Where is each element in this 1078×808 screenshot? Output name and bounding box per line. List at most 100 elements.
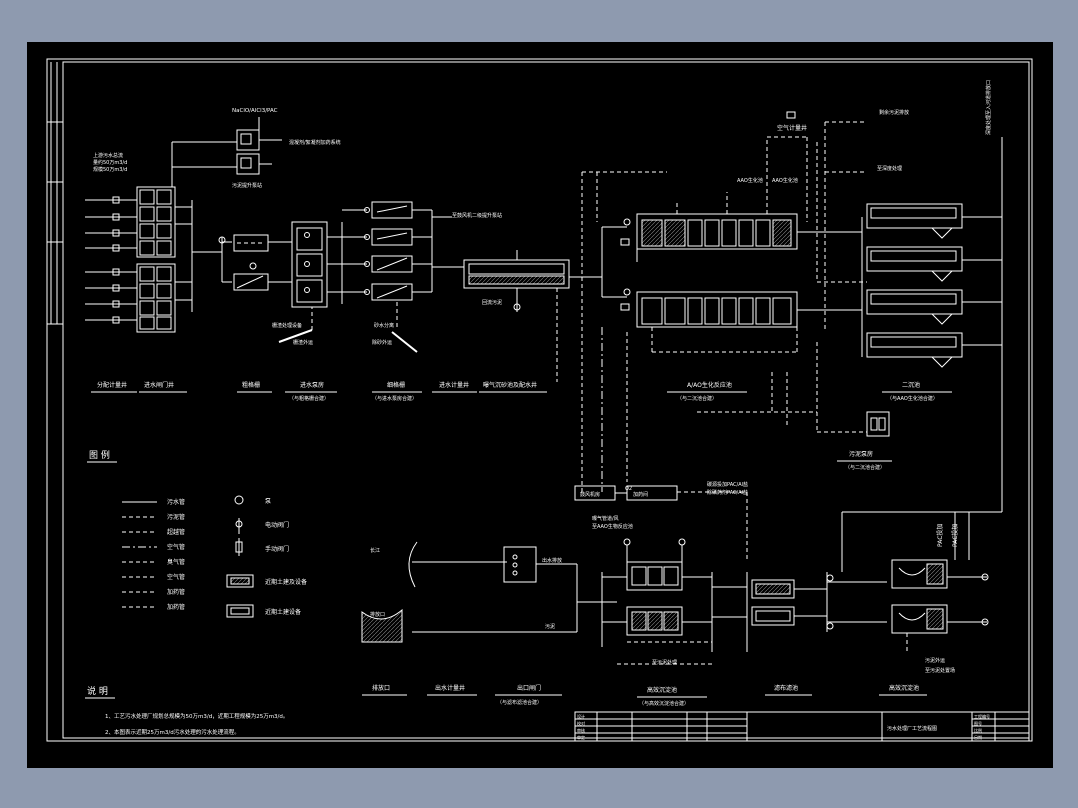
legend-symbol-label: 近期土建及设备 (265, 578, 307, 586)
legend: 污水管 污泥管 超越管 空气管 臭气管 空气管 加药管 加药管 泵 电动阀门 手… (122, 495, 307, 618)
bottom-label: 出口闸门 (517, 684, 541, 692)
section-sublabel: （与AAO生化池合建） (887, 395, 938, 402)
final-note-2: 至污泥处置场 (925, 667, 955, 674)
secondary-clarifiers (861, 137, 1003, 512)
bottom-sublabel: （与高效沉淀池合建） (639, 700, 689, 707)
inflow-note-1: 上游污水总流 (93, 152, 123, 159)
drawing-title: 污水处理厂工艺流程图 (887, 725, 937, 732)
cloth-filters (712, 572, 887, 652)
final-tanks (841, 511, 1002, 652)
section-label: 进水泵房 (300, 381, 324, 389)
legend-symbol-label: 手动阀门 (265, 545, 289, 553)
section-label: 进水闸门井 (144, 381, 174, 389)
sludge-pump-station (816, 342, 890, 437)
right-top-note: 至深度处理 (877, 165, 902, 172)
legend-label: 污水管 (167, 498, 185, 506)
title-cell: 设计 (577, 713, 585, 719)
legend-title: 图 例 (89, 449, 110, 461)
aao-b-label: AAO生化池 (772, 177, 798, 184)
distribution-well (136, 186, 176, 333)
title-block: 设计 校对 审核 审定 污水处理厂工艺流程图 工程编号 图号 比例 日期 (574, 711, 1030, 742)
sludge-pump-label: 污泥提升泵站 (232, 182, 262, 189)
legend-label: 污泥管 (167, 513, 185, 521)
final-note-1: 污泥外运 (925, 657, 945, 664)
dosing-system (171, 117, 282, 187)
o2-label: O2 (625, 486, 632, 492)
section-label: 二沉池 (902, 381, 920, 389)
screen-machine-label: 栅渣处理设备 (272, 322, 302, 329)
title-cell: 工程编号 (974, 713, 990, 719)
river-label-2: 排放口 (370, 611, 385, 618)
blower-room-label: 鼓风机房 (580, 491, 600, 498)
bottom-sublabel: （与滤布滤池合建） (497, 699, 542, 706)
notes-title: 说 明 (87, 685, 108, 697)
bottom-label: 高效沉淀池 (647, 686, 677, 694)
bottom-label: 滤布滤池 (774, 684, 798, 692)
bottom-label: 出水计量井 (435, 684, 465, 692)
chem-room-label: 加药间 (633, 491, 648, 498)
section-sublabel: （与进水泵房合建） (372, 395, 417, 402)
legend-label: 加药管 (167, 603, 185, 611)
aao-basin-upper (636, 137, 862, 262)
drawing-canvas: 上游污水总流 量约50万m3/d 规模50万m3/d (27, 42, 1053, 768)
aao-a-label: AAO生化池 (737, 177, 763, 184)
inflow-note-2: 量约50万m3/d (93, 159, 127, 166)
section-label: 细格栅 (387, 381, 405, 389)
blower-and-chem-room (574, 485, 748, 562)
river-outfall (361, 541, 617, 643)
gate-well-pipes (175, 200, 232, 312)
vertical-note: 深度处理至入河道排放口 (985, 80, 992, 135)
left-strip (47, 62, 63, 325)
title-cell: 审定 (577, 734, 585, 740)
sludge-line-label: 污泥 (545, 623, 555, 630)
section-sublabel: （与二沉池合建） (845, 464, 885, 471)
dosing-note: 混凝剂/絮凝剂加药系统 (289, 139, 341, 146)
chem-note-1: 碳源投加PAC/Al盐 (707, 481, 748, 488)
title-cell: 审核 (577, 727, 585, 733)
title-cell: 日期 (974, 734, 982, 740)
section-label: 粗格栅 (242, 381, 260, 389)
inner-border (62, 61, 1030, 739)
legend-label: 超越管 (167, 528, 185, 536)
mix-note-2: 至AAO生物反应池 (592, 523, 633, 530)
drawing-border (46, 58, 1033, 742)
fine-screens (342, 201, 464, 301)
grit-label: 砂水分离 (374, 322, 394, 329)
grit-out-label: 除砂外运 (372, 339, 392, 346)
mix-note-1: 曝气管道/风 (592, 515, 619, 522)
legend-label: 空气管 (167, 543, 185, 551)
outfall-flow-label: 出水排放 (542, 557, 562, 564)
dewater-note: 至污泥处理 (652, 659, 677, 666)
section-label: 污泥泵房 (849, 450, 873, 458)
aao-basin-lower (636, 291, 862, 353)
legend-symbol-label: 近期土建设备 (265, 608, 301, 616)
pump-icon (234, 495, 244, 505)
bottom-label: 高效沉淀池 (889, 684, 919, 692)
high-efficiency-sedimentation (601, 538, 713, 665)
coarse-screen (218, 234, 292, 291)
section-underlines (91, 391, 952, 462)
legend-label: 空气管 (167, 573, 185, 581)
legend-label: 加药管 (167, 588, 185, 596)
note-item: 1、工艺污水处理厂规划总规模为50万m3/d，近期工程规模为25万m3/d。 (105, 712, 288, 720)
section-labels: 分配计量井 进水闸门井 粗格栅 进水泵房 细格栅 进水计量井 曝气沉砂池及配水井… (97, 381, 938, 471)
bottom-labels: 排放口 出水计量井 出口闸门 高效沉淀池 滤布滤池 高效沉淀池 （与滤布滤池合建… (362, 684, 927, 707)
legend-label: 臭气管 (167, 558, 185, 566)
sludge-note: 剩余污泥排放 (879, 109, 909, 116)
influent-pump-station (291, 221, 343, 308)
section-sublabel: （与二沉池合建） (677, 395, 717, 402)
box-icon (226, 604, 254, 618)
inflow-pipes (85, 196, 137, 324)
inflow-note-3: 规模50万m3/d (93, 166, 127, 173)
center-pipes (581, 292, 817, 492)
title-cell: 校对 (577, 720, 585, 726)
legend-symbol-label: 电动阀门 (265, 521, 289, 529)
screen-out-label: 栅渣外运 (293, 339, 313, 346)
coarse-return-note: 至鼓风机二级提升泵站 (452, 212, 502, 219)
grit-chamber (463, 250, 602, 382)
box-icon (226, 574, 254, 588)
title-cell: 图号 (974, 720, 982, 726)
note-item: 2、本图表示近期25万m3/d污水处理的污水处理流程。 (105, 728, 240, 736)
section-label: 曝气沉砂池及配水井 (483, 381, 537, 389)
air-well (767, 111, 867, 332)
